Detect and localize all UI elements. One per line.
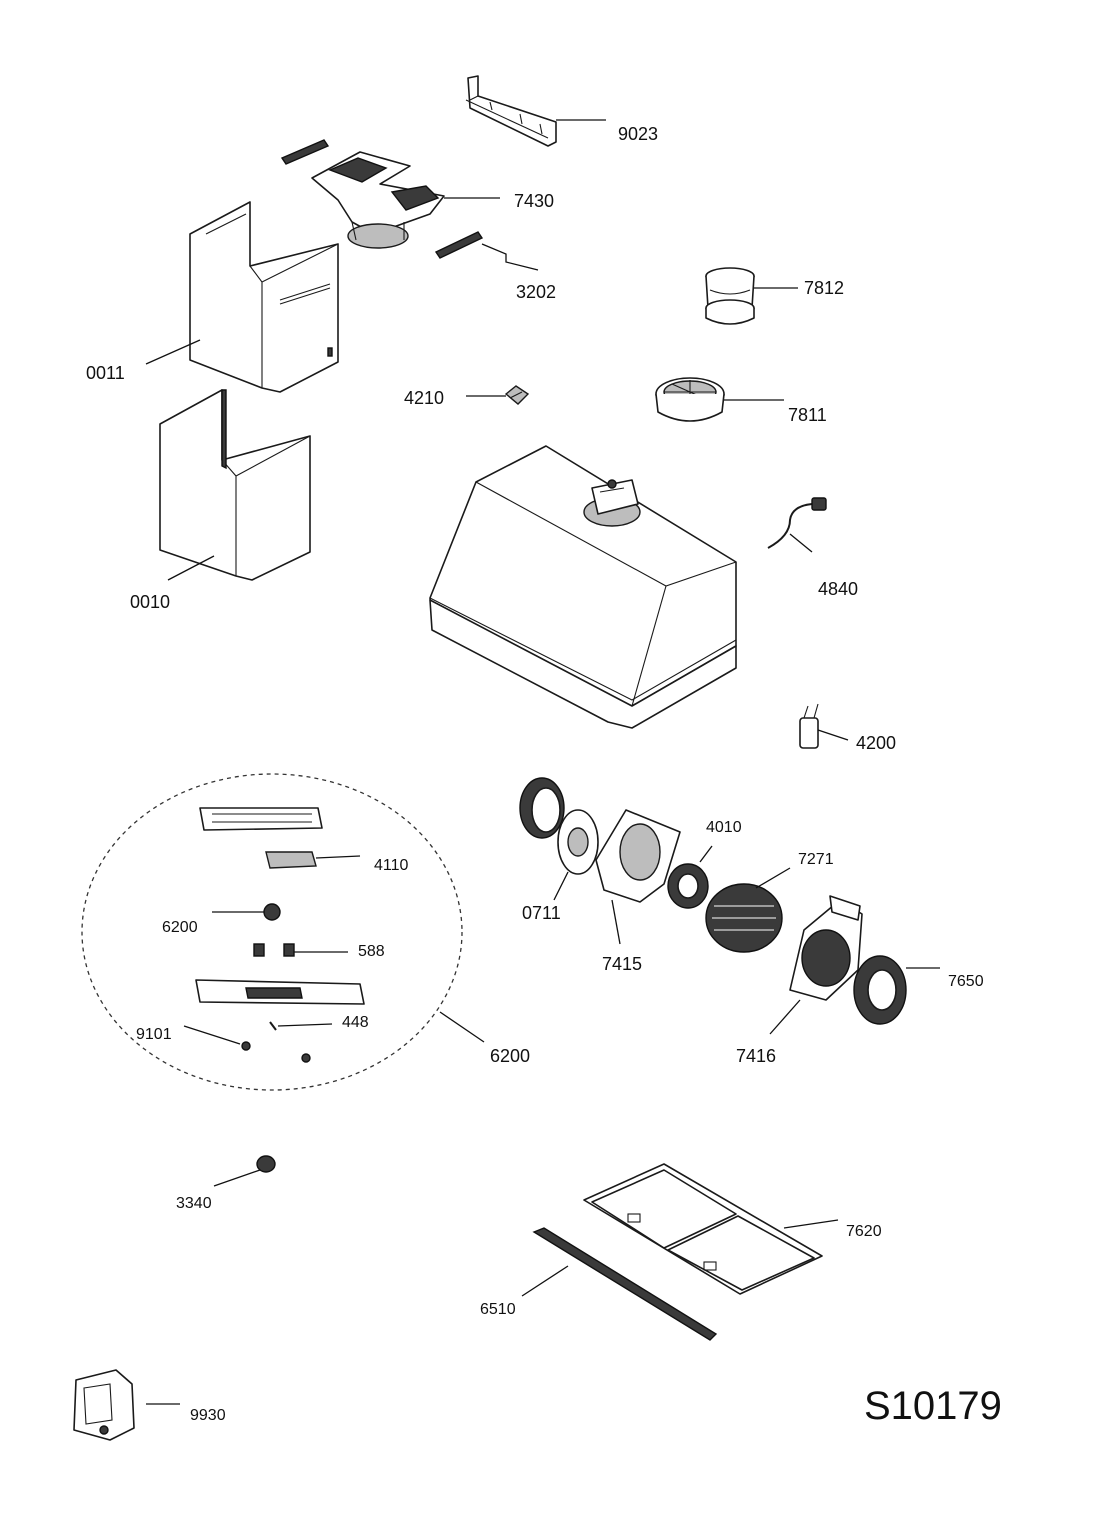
backdraft-valve-7811 [655,377,725,422]
grille-7650 [853,955,907,1025]
part-label: 6200 [490,1046,531,1066]
capacitor-4200 [799,703,819,749]
part-label: 3340 [176,1195,212,1212]
gasket-strips-3202 [280,139,484,259]
leader-7620 [783,1219,839,1229]
leader-7416 [769,999,801,1035]
spring-448 [269,1021,277,1031]
part-label: 4200 [856,733,897,753]
leader-0011 [145,339,201,365]
leader-0711 [553,871,569,901]
part-label: 9101 [136,1026,172,1043]
wall-bracket-9023 [465,75,557,147]
control-group-outline [81,773,463,1091]
leader-7271 [755,867,791,889]
leader-4840 [789,533,813,553]
motor-4010 [667,863,709,909]
clip-4210 [504,385,530,405]
leader-6510 [521,1265,569,1297]
part-label: 4840 [818,579,859,599]
part-label: 588 [358,943,385,960]
screws-9101 [241,1041,311,1063]
part-label: 7415 [602,954,643,974]
part-label: 7811 [788,405,827,425]
light-3340 [256,1155,276,1173]
part-label: 0711 [522,903,561,923]
grease-filters-7620 [583,1163,823,1295]
document-pack-9930 [73,1369,135,1441]
leader-448 [277,1023,333,1027]
outlet-collar-7812 [705,267,755,325]
part-label: 7650 [948,973,984,990]
part-label: 9930 [190,1407,226,1424]
part-label: 3202 [516,282,557,302]
part-label: 7812 [804,278,845,298]
control-panel-frame [199,807,323,831]
fan-scroll-7416 [789,895,863,1001]
power-cable-4840 [767,497,827,549]
lower-chimney-0010 [159,389,311,581]
part-label: 7271 [798,851,834,868]
upper-chimney-0011 [189,201,339,393]
knob-6200 [263,903,281,921]
mounting-plate-0711 [557,809,599,875]
leader-4200 [817,729,849,741]
fan-wheel-7271 [705,883,783,953]
part-label: 9023 [618,124,659,144]
part-label: 448 [342,1014,369,1031]
part-label: 6200 [162,919,198,936]
damper-housing-7430 [311,151,445,249]
leader-6200-group [439,1011,485,1043]
fan-housing-7415 [595,809,681,903]
part-label: 0010 [130,592,171,612]
part-label: 0011 [86,363,125,383]
front-strip-6510 [532,1227,718,1341]
part-label: 4210 [404,388,445,408]
leader-3202 [481,243,539,271]
leader-3340 [213,1169,261,1187]
hood-body [429,445,737,729]
leader-4110 [315,855,361,859]
part-label: 6510 [480,1301,516,1318]
control-board [195,979,365,1005]
part-label: 4010 [706,819,742,836]
leader-9101 [183,1025,241,1045]
part-label: 7416 [736,1046,777,1066]
leader-7415 [611,899,621,945]
filter-grille-front [519,777,565,839]
leader-0010 [167,555,215,581]
part-label: 7620 [846,1223,882,1240]
buttons-588 [253,943,295,957]
leader-4010 [699,845,713,863]
part-label: 4110 [374,857,409,874]
pcb-4110 [265,851,317,869]
diagram-code: S10179 [864,1384,1002,1428]
part-label: 7430 [514,191,555,211]
